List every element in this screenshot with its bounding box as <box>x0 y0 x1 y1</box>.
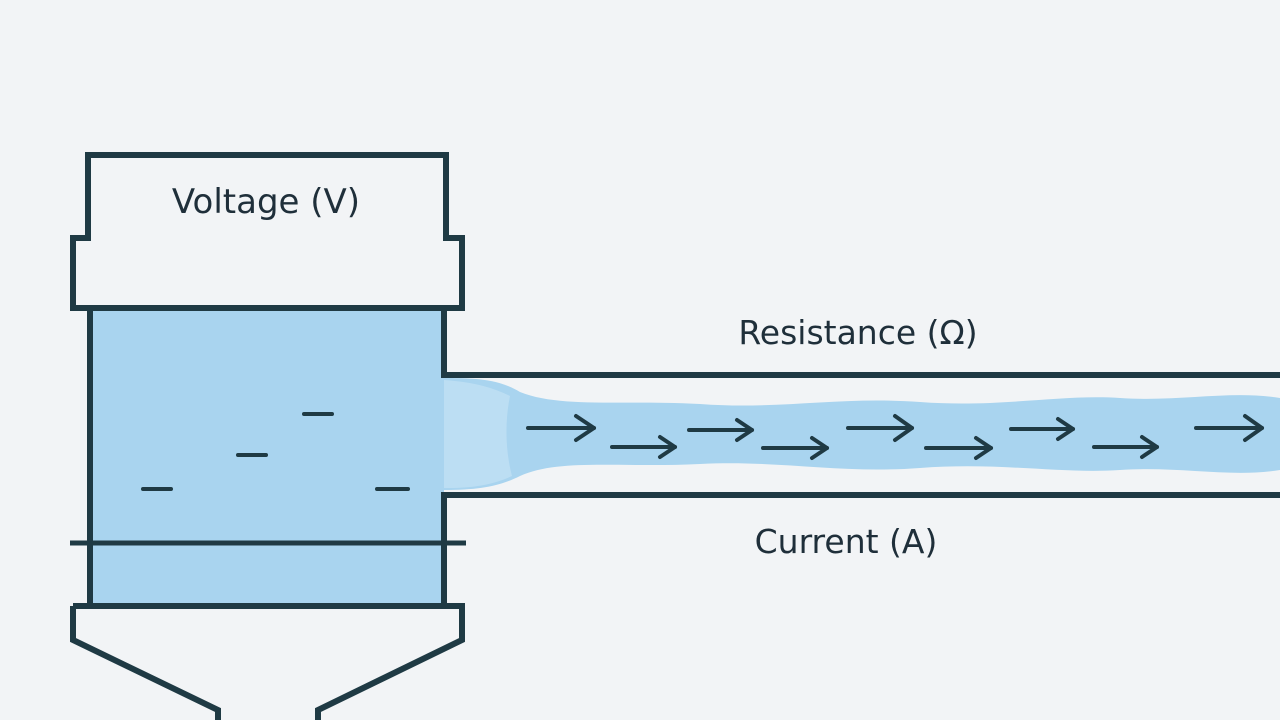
flow-arrow-icon <box>526 414 596 442</box>
tank-water <box>90 310 444 605</box>
flow-arrow-icon <box>761 436 829 460</box>
flow-arrow-icon <box>846 414 914 442</box>
flow-arrow-icon <box>1009 417 1075 441</box>
flow-arrow-icon <box>610 435 677 459</box>
tank-base-funnel <box>70 603 465 720</box>
tank-water-dashes <box>141 412 410 491</box>
tank-cap-outline <box>70 152 465 311</box>
pipe-water-stream <box>444 378 1280 490</box>
flow-arrows <box>526 414 1264 460</box>
voltage-label: Voltage (V) <box>172 182 360 222</box>
resistance-label: Resistance (Ω) <box>738 313 977 352</box>
pipe-water-highlight <box>444 380 512 488</box>
flow-arrow-icon <box>924 436 993 460</box>
flow-arrow-icon <box>1092 435 1159 459</box>
current-label: Current (A) <box>755 522 938 561</box>
flow-arrow-icon <box>1194 414 1264 442</box>
flow-arrow-icon <box>687 418 754 442</box>
